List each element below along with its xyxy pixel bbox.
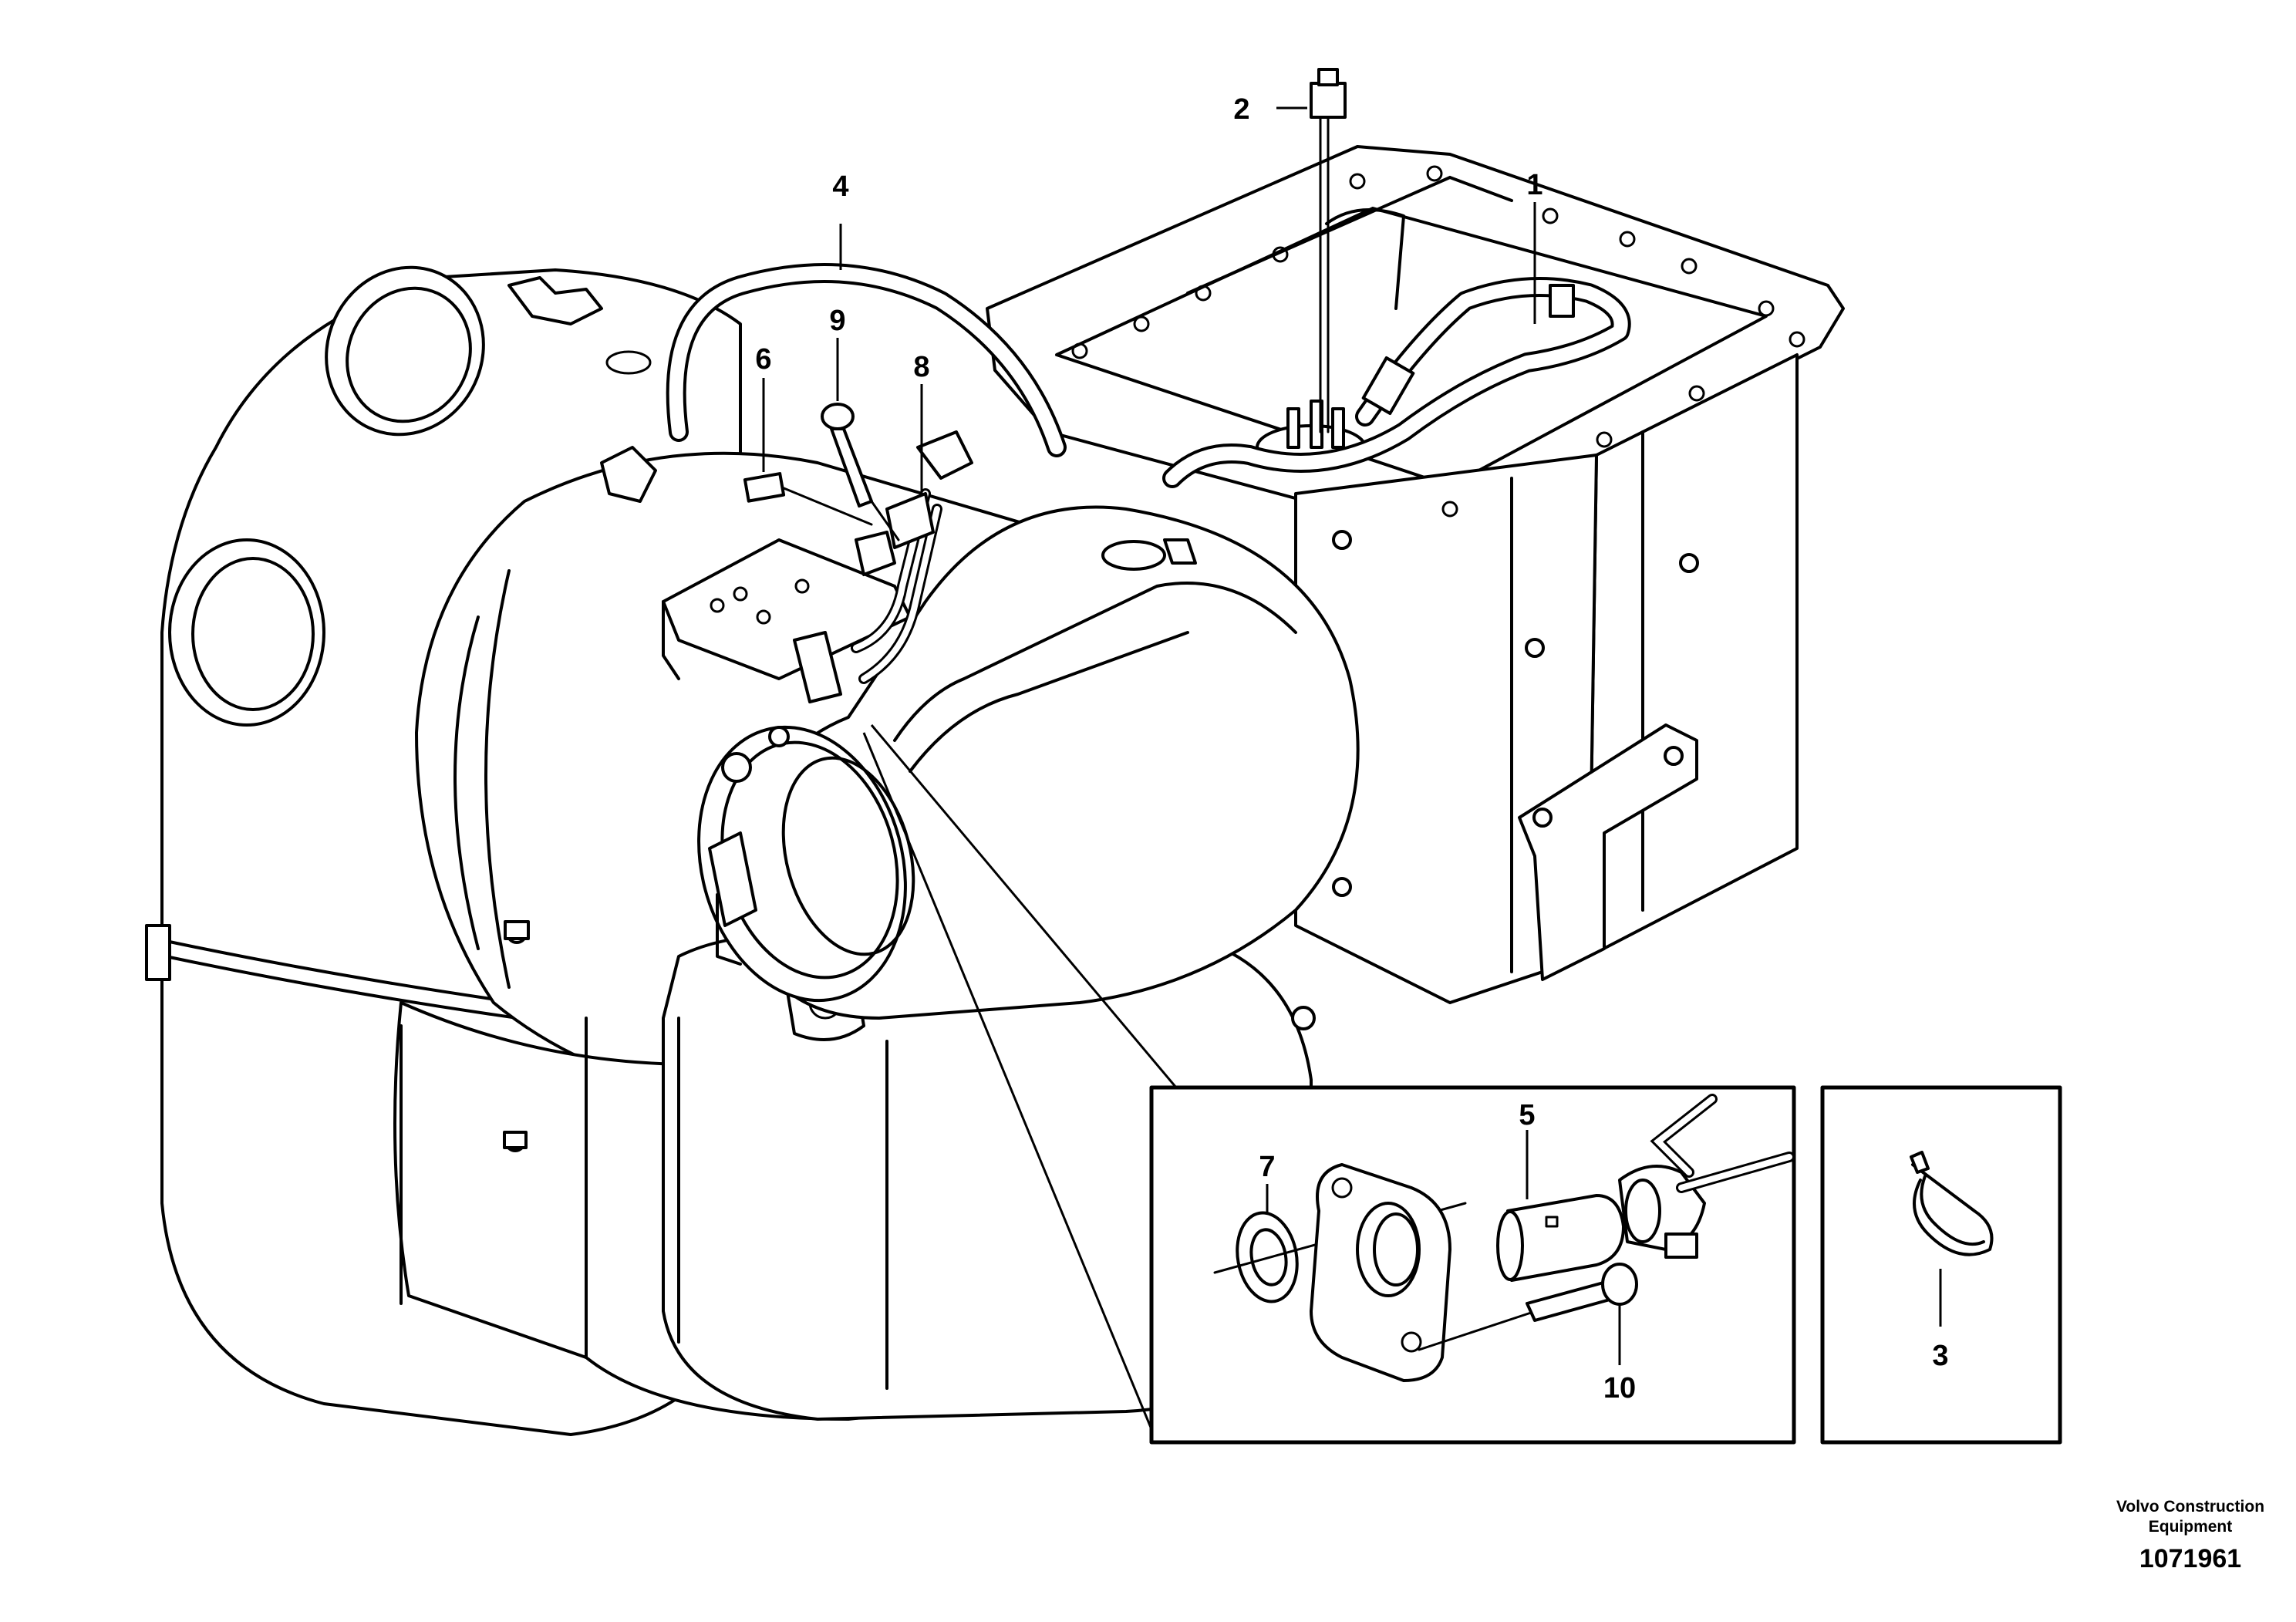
callout-4: 4 xyxy=(832,170,848,203)
callout-8: 8 xyxy=(913,351,929,383)
callout-6: 6 xyxy=(755,343,771,376)
detail-leader-lower xyxy=(862,732,1158,1443)
credit-line-2: Equipment xyxy=(2149,1518,2233,1536)
hoses xyxy=(666,263,1631,488)
elbow-duct xyxy=(697,505,1360,1020)
cable-tie-inset xyxy=(1820,1085,2062,1445)
drawing-credit: Volvo Construction Equipment 1071961 xyxy=(2116,1498,2264,1573)
part-6-sensor xyxy=(743,472,873,526)
callout-leaders xyxy=(762,106,1942,1365)
detail-leader-upper xyxy=(870,724,1178,1088)
callout-5: 5 xyxy=(1519,1099,1535,1131)
part-5-sensor xyxy=(1496,1094,1795,1282)
sensor-bracket xyxy=(600,430,973,680)
callout-10: 10 xyxy=(1603,1372,1636,1404)
drawing-number: 1071961 xyxy=(2139,1544,2241,1573)
cable-tie-frame xyxy=(1820,1085,2062,1445)
part-9-bolt xyxy=(821,403,900,541)
part-3-cable-tie xyxy=(1910,1151,1994,1256)
callout-2: 2 xyxy=(1233,93,1249,126)
callout-9: 9 xyxy=(829,305,845,337)
sensor-flange xyxy=(1310,1163,1451,1382)
mounting-box xyxy=(986,145,1845,1004)
callout-1: 1 xyxy=(1526,169,1542,201)
flange-bolt-holes xyxy=(1071,165,1805,518)
detail-inset xyxy=(862,724,1796,1445)
callout-7: 7 xyxy=(1259,1151,1275,1183)
callout-labels: 1 2 3 4 5 6 7 8 9 10 xyxy=(755,93,1948,1404)
pipe-openings xyxy=(168,265,652,727)
part-10-screw xyxy=(1418,1263,1638,1351)
sensor-wires xyxy=(793,488,942,703)
callout-3: 3 xyxy=(1932,1340,1948,1372)
credit-line-1: Volvo Construction xyxy=(2116,1498,2264,1516)
part-2-fitting xyxy=(1310,68,1347,433)
